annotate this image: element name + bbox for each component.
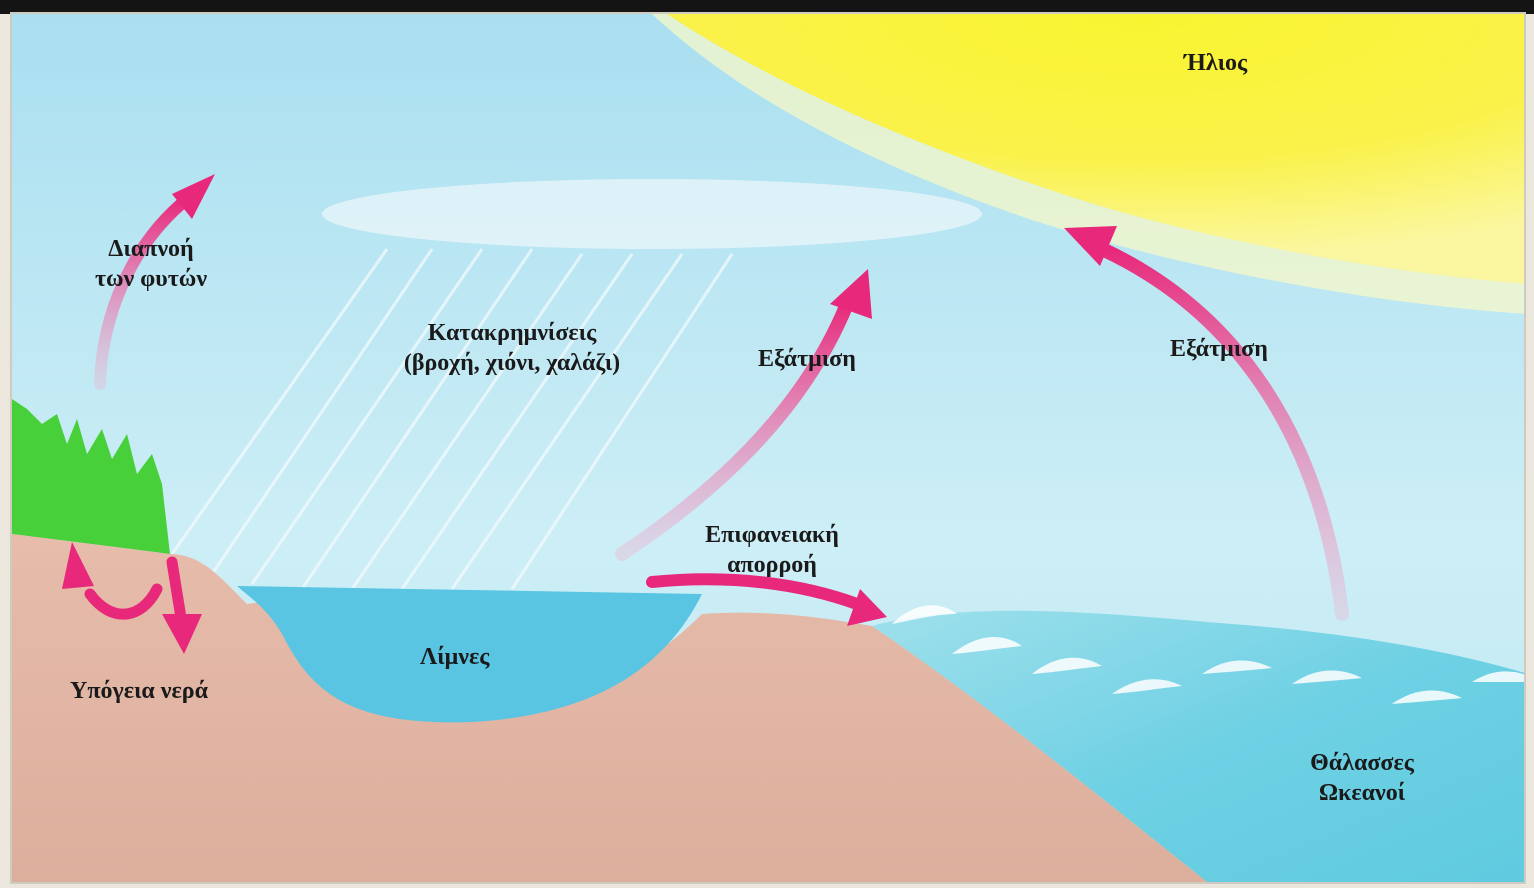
precipitation-label: Κατακρημνίσεις (βροχή, χιόνι, χαλάζι) (372, 318, 652, 378)
transpiration-label-line2: των φυτών (76, 264, 226, 294)
seas-label: Θάλασσες Ωκεανοί (1292, 748, 1432, 808)
precipitation-label-line2: (βροχή, χιόνι, χαλάζι) (372, 348, 652, 378)
runoff-label: Επιφανειακή απορροή (682, 520, 862, 580)
water-cycle-diagram: Ήλιος Διαπνοή των φυτών Κατακρημνίσεις (… (10, 12, 1526, 884)
precipitation-label-line1: Κατακρημνίσεις (372, 318, 652, 348)
evaporation-lake-label: Εξάτμιση (758, 344, 856, 374)
evaporation-sea-label: Εξάτμιση (1170, 334, 1268, 364)
sun-label: Ήλιος (1184, 48, 1247, 78)
runoff-label-line1: Επιφανειακή (682, 520, 862, 550)
seas-label-line1: Θάλασσες (1292, 748, 1432, 778)
lakes-label: Λίμνες (420, 642, 489, 672)
runoff-label-line2: απορροή (682, 550, 862, 580)
transpiration-label-line1: Διαπνοή (76, 234, 226, 264)
groundwater-label: Υπόγεια νερά (70, 676, 208, 706)
cloud (322, 179, 982, 249)
seas-label-line2: Ωκεανοί (1292, 778, 1432, 808)
transpiration-label: Διαπνοή των φυτών (76, 234, 226, 294)
